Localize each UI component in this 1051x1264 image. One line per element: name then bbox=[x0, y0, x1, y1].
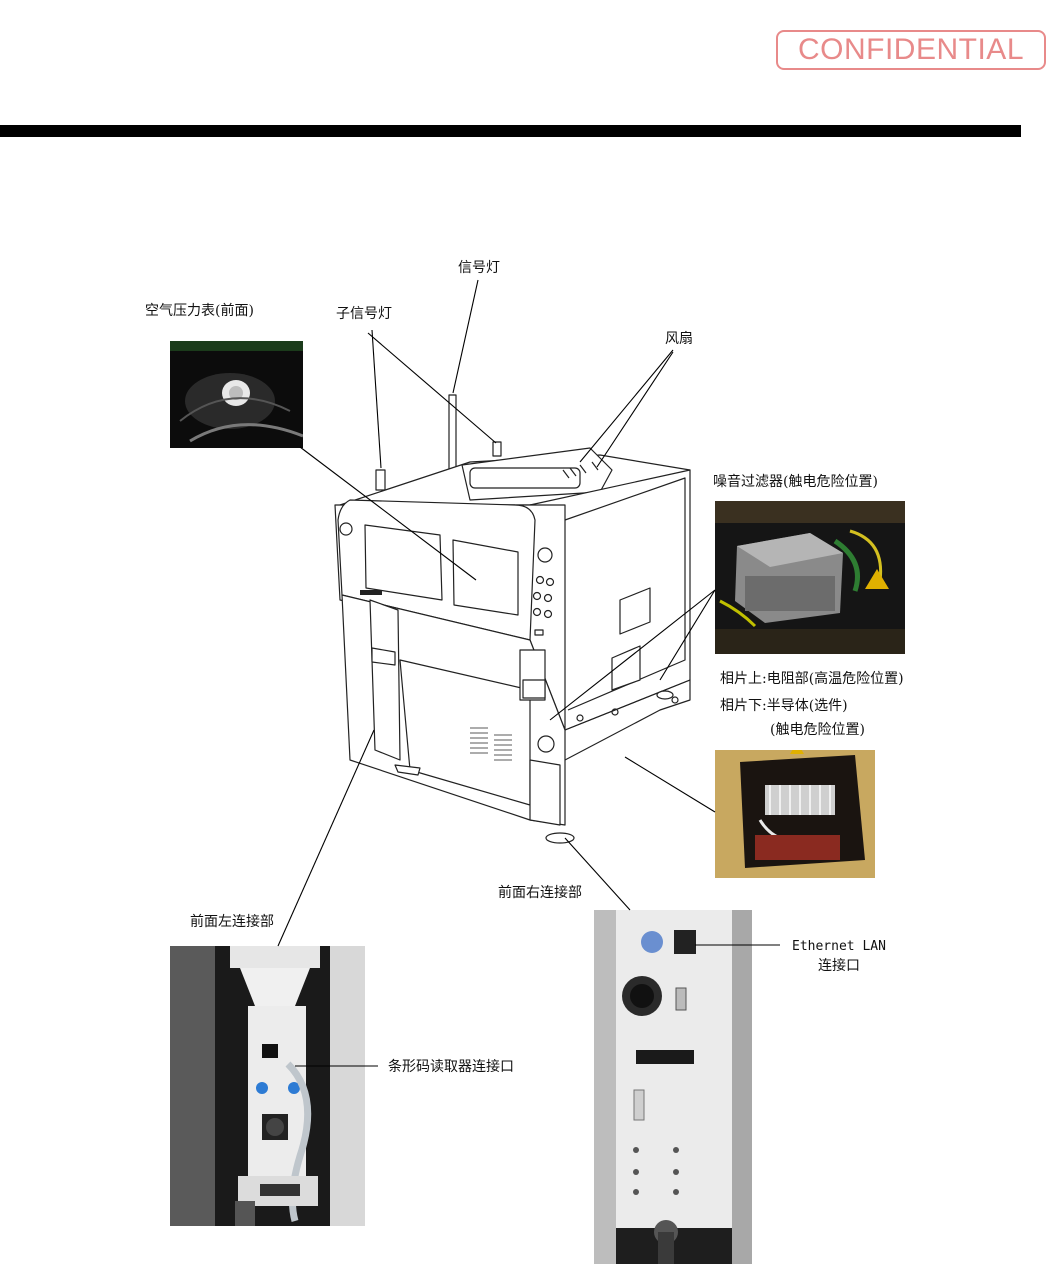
connection-port-label: 连接口 bbox=[818, 957, 860, 975]
confidential-stamp: CONFIDENTIAL bbox=[776, 30, 1046, 70]
noise-filter-photo bbox=[715, 501, 905, 654]
fan-label: 风扇 bbox=[665, 330, 693, 348]
ethernet-lan-label: Ethernet LAN bbox=[792, 938, 886, 956]
front-right-connection-label: 前面右连接部 bbox=[498, 884, 582, 902]
sub-signal-light-label: 子信号灯 bbox=[336, 305, 392, 323]
photo-bottom-semiconductor-label: 相片下:半导体(选件) bbox=[720, 697, 848, 715]
front-left-connection-label: 前面左连接部 bbox=[190, 913, 274, 931]
air-pressure-gauge-photo bbox=[170, 341, 303, 448]
resistor-semiconductor-photo bbox=[715, 750, 875, 878]
header-rule bbox=[0, 125, 1021, 137]
air-pressure-gauge-label: 空气压力表(前面) bbox=[145, 302, 254, 320]
front-right-connection-photo bbox=[594, 910, 752, 1264]
signal-light-label: 信号灯 bbox=[458, 259, 500, 277]
barcode-reader-port-label: 条形码读取器连接口 bbox=[388, 1058, 514, 1076]
photo-top-resistor-label: 相片上:电阻部(高温危险位置) bbox=[720, 670, 904, 688]
front-left-connection-photo bbox=[170, 946, 365, 1226]
noise-filter-label: 噪音过滤器(触电危险位置) bbox=[713, 473, 878, 491]
electric-shock-hazard-label: (触电危险位置) bbox=[770, 721, 865, 739]
